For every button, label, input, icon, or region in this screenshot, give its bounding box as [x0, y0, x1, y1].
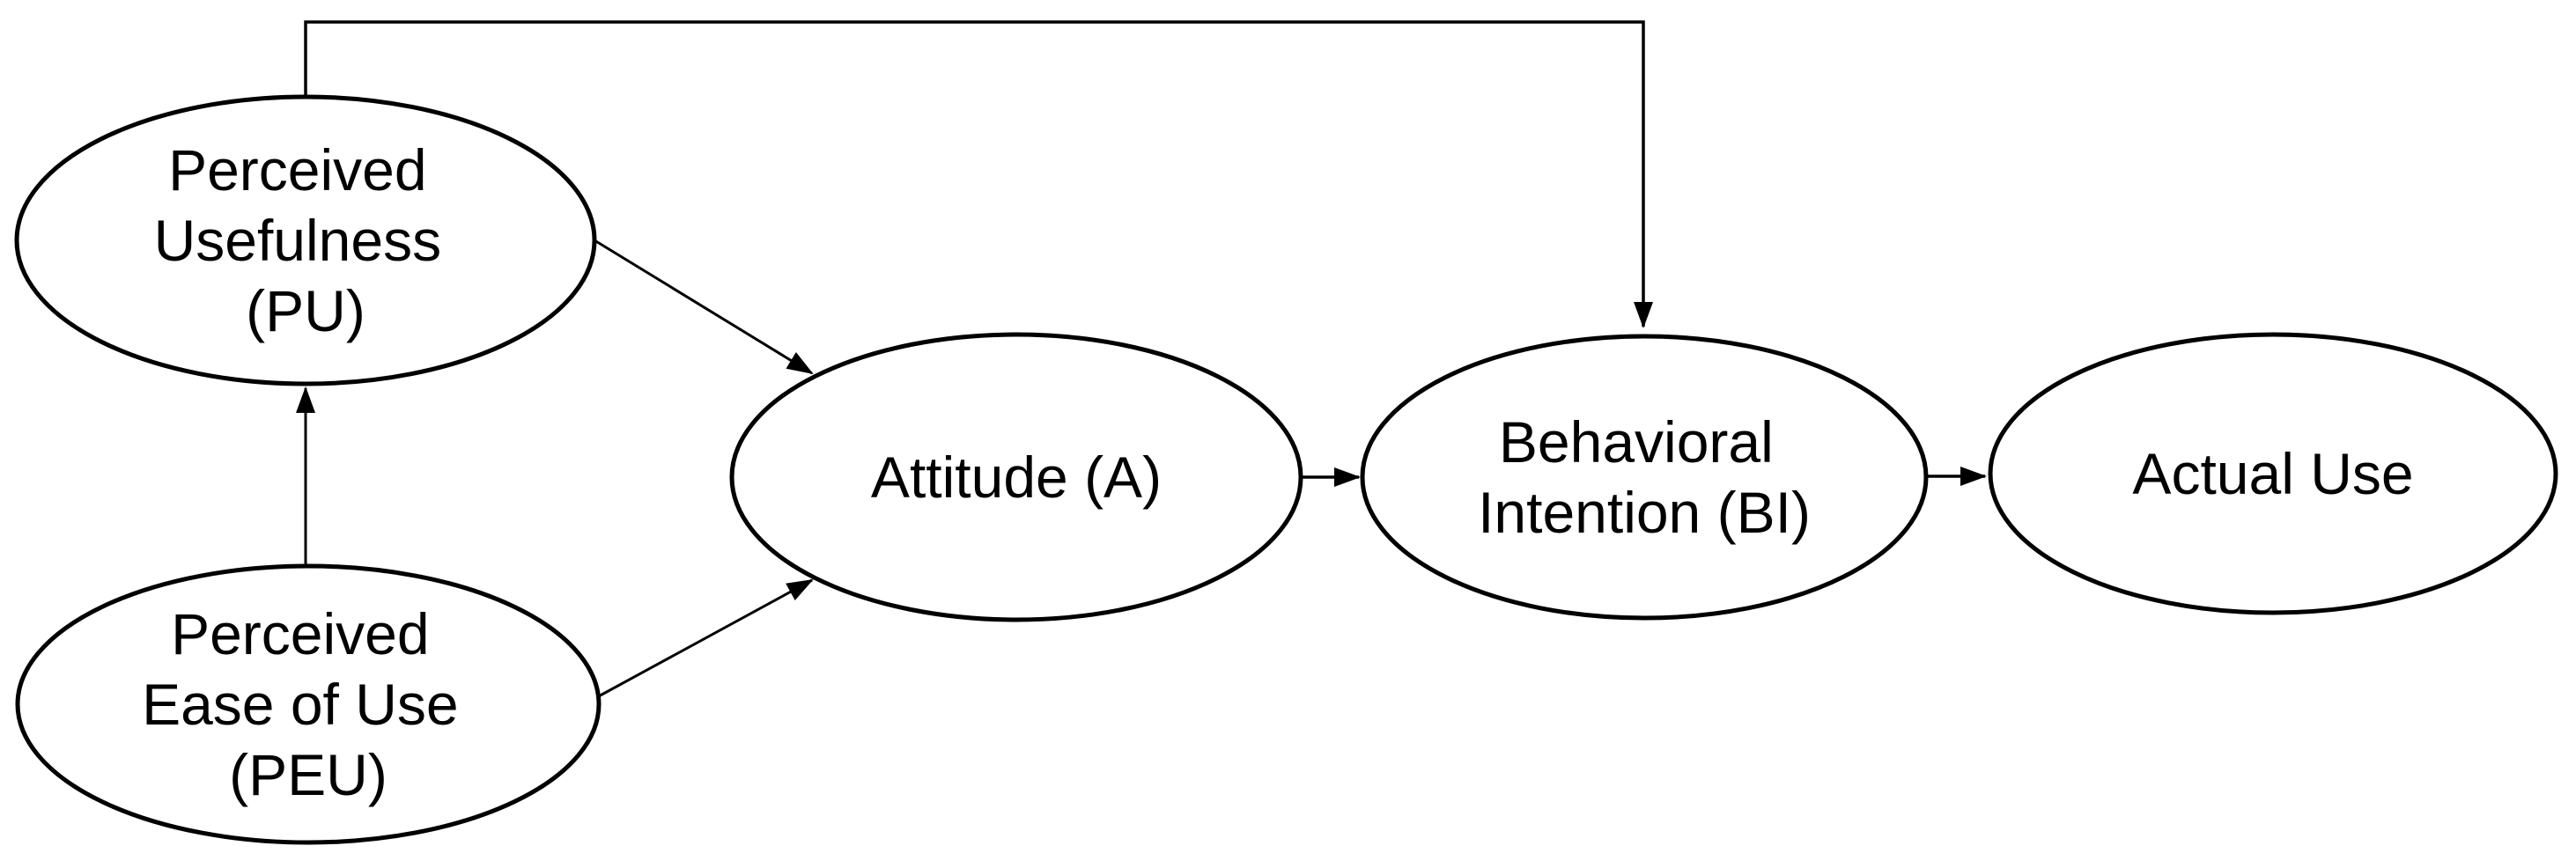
node-behavioral-intention: Behavioral Intention (BI): [1360, 334, 1929, 621]
bi-label-line-1: Behavioral: [1499, 409, 1774, 474]
node-actual-use: Actual Use: [1988, 332, 2558, 615]
pu-label-line-3: (PU): [246, 278, 365, 343]
node-perceived-ease-of-use: Perceived Ease of Use (PEU): [15, 563, 602, 845]
attitude-label: Attitude (A): [871, 445, 1162, 510]
behavioral-intention-ellipse: [1360, 334, 1929, 621]
node-perceived-usefulness: Perceived Usefulness (PU): [14, 94, 597, 386]
edge-pu-to-bi-feedback: [304, 20, 1653, 328]
node-attitude: Attitude (A): [729, 332, 1303, 622]
pu-label-line-2: Usefulness: [154, 208, 442, 273]
edge-pu-to-attitude: [594, 239, 814, 375]
actual-use-label-line-1: Actual Use: [2132, 441, 2413, 506]
attitude-ellipse: [729, 332, 1303, 622]
peu-label-line-2: Ease of Use: [142, 672, 459, 737]
behavioral-intention-label: Behavioral Intention (BI): [1478, 409, 1811, 545]
perceived-usefulness-ellipse: [14, 94, 597, 386]
perceived-ease-of-use-ellipse: [15, 563, 602, 845]
actual-use-label: Actual Use: [2132, 441, 2413, 506]
bi-label-line-2: Intention (BI): [1478, 480, 1811, 545]
peu-label-line-3: (PEU): [229, 742, 388, 807]
perceived-usefulness-label: Perceived Usefulness (PU): [154, 137, 458, 343]
attitude-label-line-1: Attitude (A): [871, 445, 1162, 510]
actual-use-ellipse: [1988, 332, 2558, 615]
peu-label-line-1: Perceived: [171, 601, 430, 666]
perceived-ease-of-use-label: Perceived Ease of Use (PEU): [142, 601, 475, 807]
pu-label-line-1: Perceived: [168, 137, 427, 202]
edge-peu-to-attitude: [594, 578, 814, 700]
